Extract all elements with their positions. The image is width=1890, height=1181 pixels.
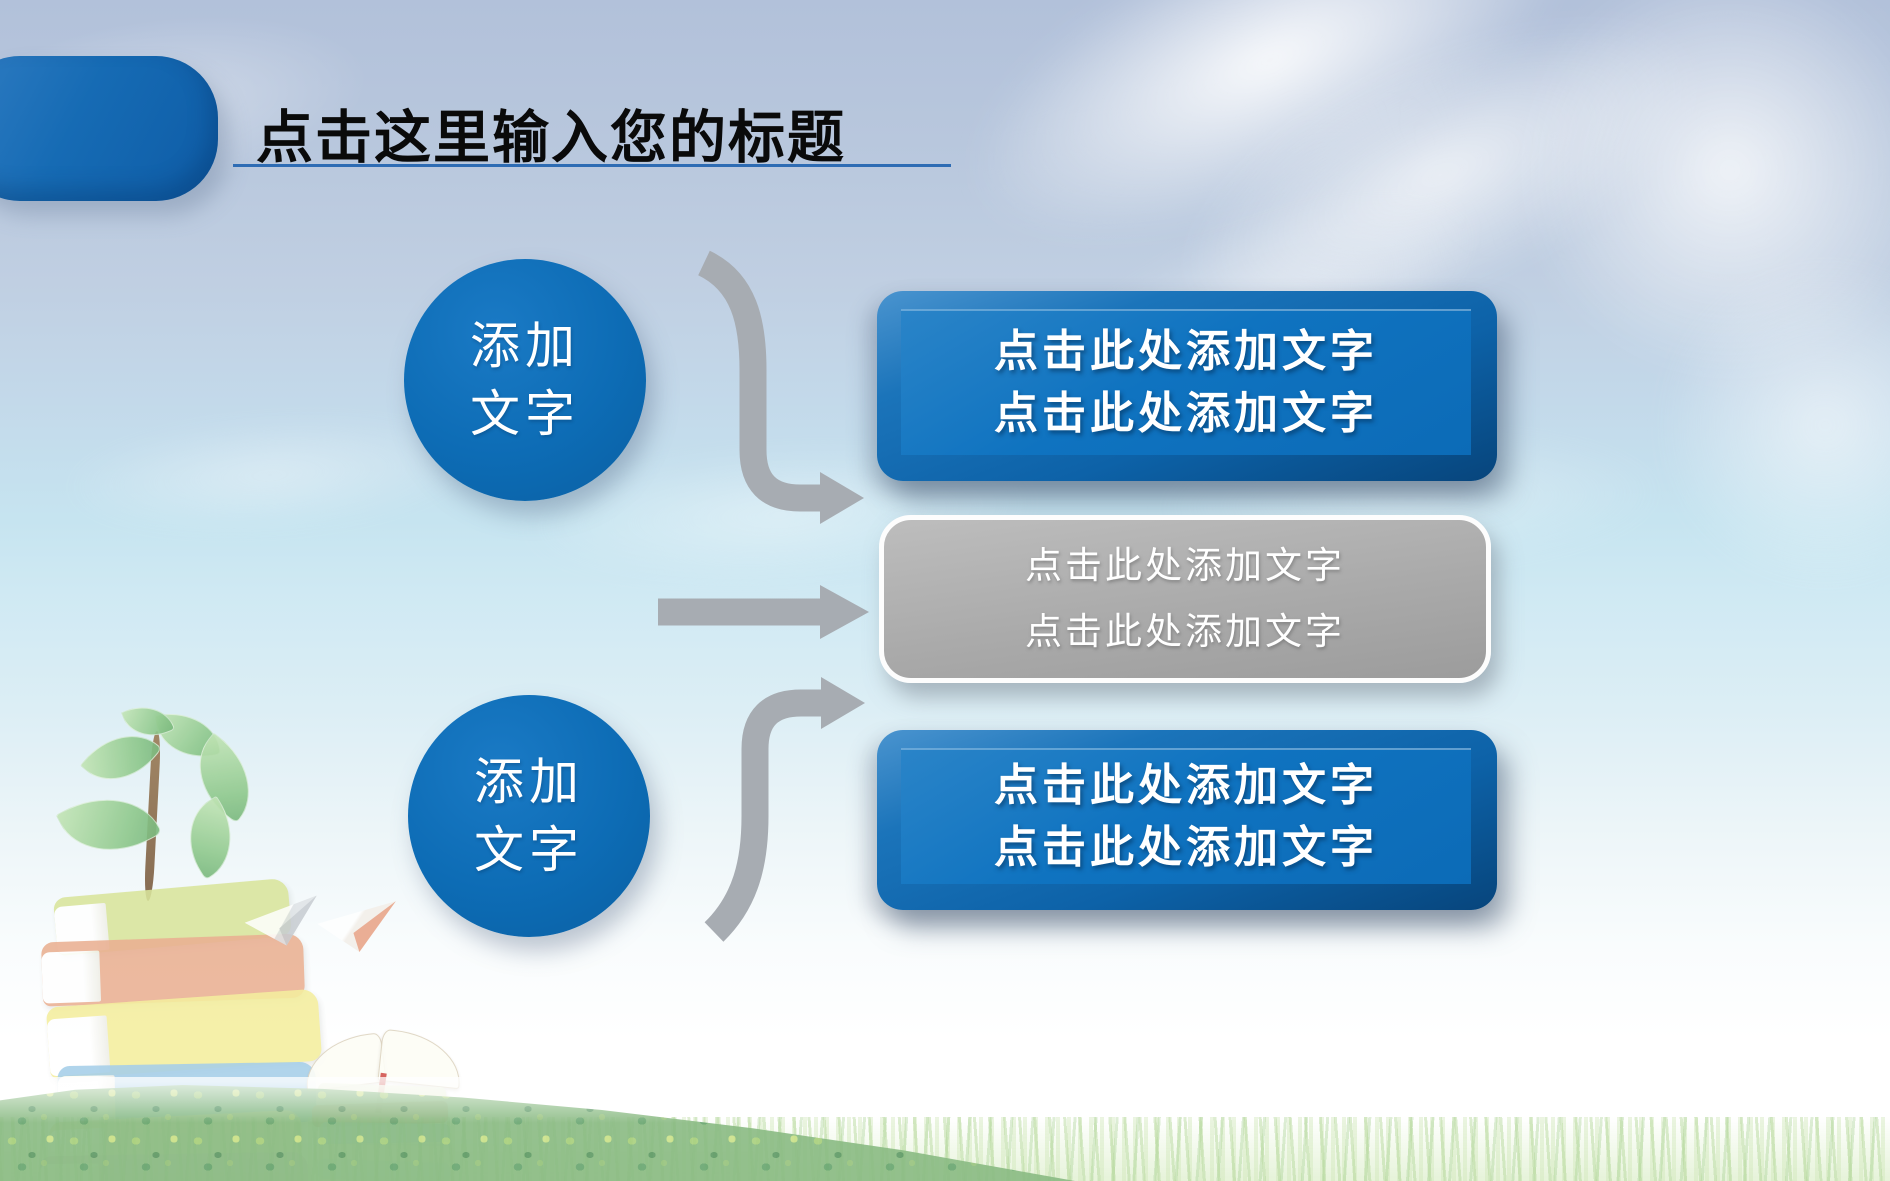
circle-2-line-1: 添加 bbox=[474, 754, 584, 810]
circle-placeholder-1[interactable]: 添加 文字 bbox=[404, 259, 646, 501]
title-accent-shape bbox=[0, 56, 218, 201]
circle-1-line-2: 文字 bbox=[470, 386, 580, 442]
text-box-1[interactable]: 点击此处添加文字 点击此处添加文字 bbox=[877, 291, 1497, 481]
text-box-3-line-2: 点击此处添加文字 bbox=[994, 823, 1378, 872]
text-box-3-line-1: 点击此处添加文字 bbox=[994, 761, 1378, 810]
text-box-2[interactable]: 点击此处添加文字 点击此处添加文字 bbox=[879, 515, 1491, 683]
circle-2-line-2: 文字 bbox=[474, 822, 584, 878]
text-box-1-line-2: 点击此处添加文字 bbox=[994, 389, 1378, 438]
circle-placeholder-2[interactable]: 添加 文字 bbox=[408, 695, 650, 937]
paper-plane-body bbox=[243, 891, 316, 948]
curved-arrow-up-icon bbox=[704, 677, 865, 942]
text-box-2-line-2: 点击此处添加文字 bbox=[1025, 611, 1345, 652]
curved-arrow-down-icon bbox=[697, 250, 864, 524]
paper-plane-body bbox=[314, 890, 396, 957]
text-box-3[interactable]: 点击此处添加文字 点击此处添加文字 bbox=[877, 730, 1497, 910]
circle-1-line-1: 添加 bbox=[470, 318, 580, 374]
paper-plane-icon bbox=[243, 891, 316, 948]
text-box-1-line-1: 点击此处添加文字 bbox=[994, 327, 1378, 376]
page-title[interactable]: 点击这里输入您的标题 bbox=[256, 106, 846, 170]
title-underline bbox=[233, 164, 951, 167]
grass-fade bbox=[0, 1077, 1890, 1123]
paper-plane-icon bbox=[314, 890, 396, 957]
text-box-1-panel: 点击此处添加文字 点击此处添加文字 bbox=[901, 309, 1471, 455]
text-box-2-line-1: 点击此处添加文字 bbox=[1025, 545, 1345, 586]
straight-arrow-icon bbox=[658, 585, 869, 639]
text-box-3-panel: 点击此处添加文字 点击此处添加文字 bbox=[901, 748, 1471, 884]
